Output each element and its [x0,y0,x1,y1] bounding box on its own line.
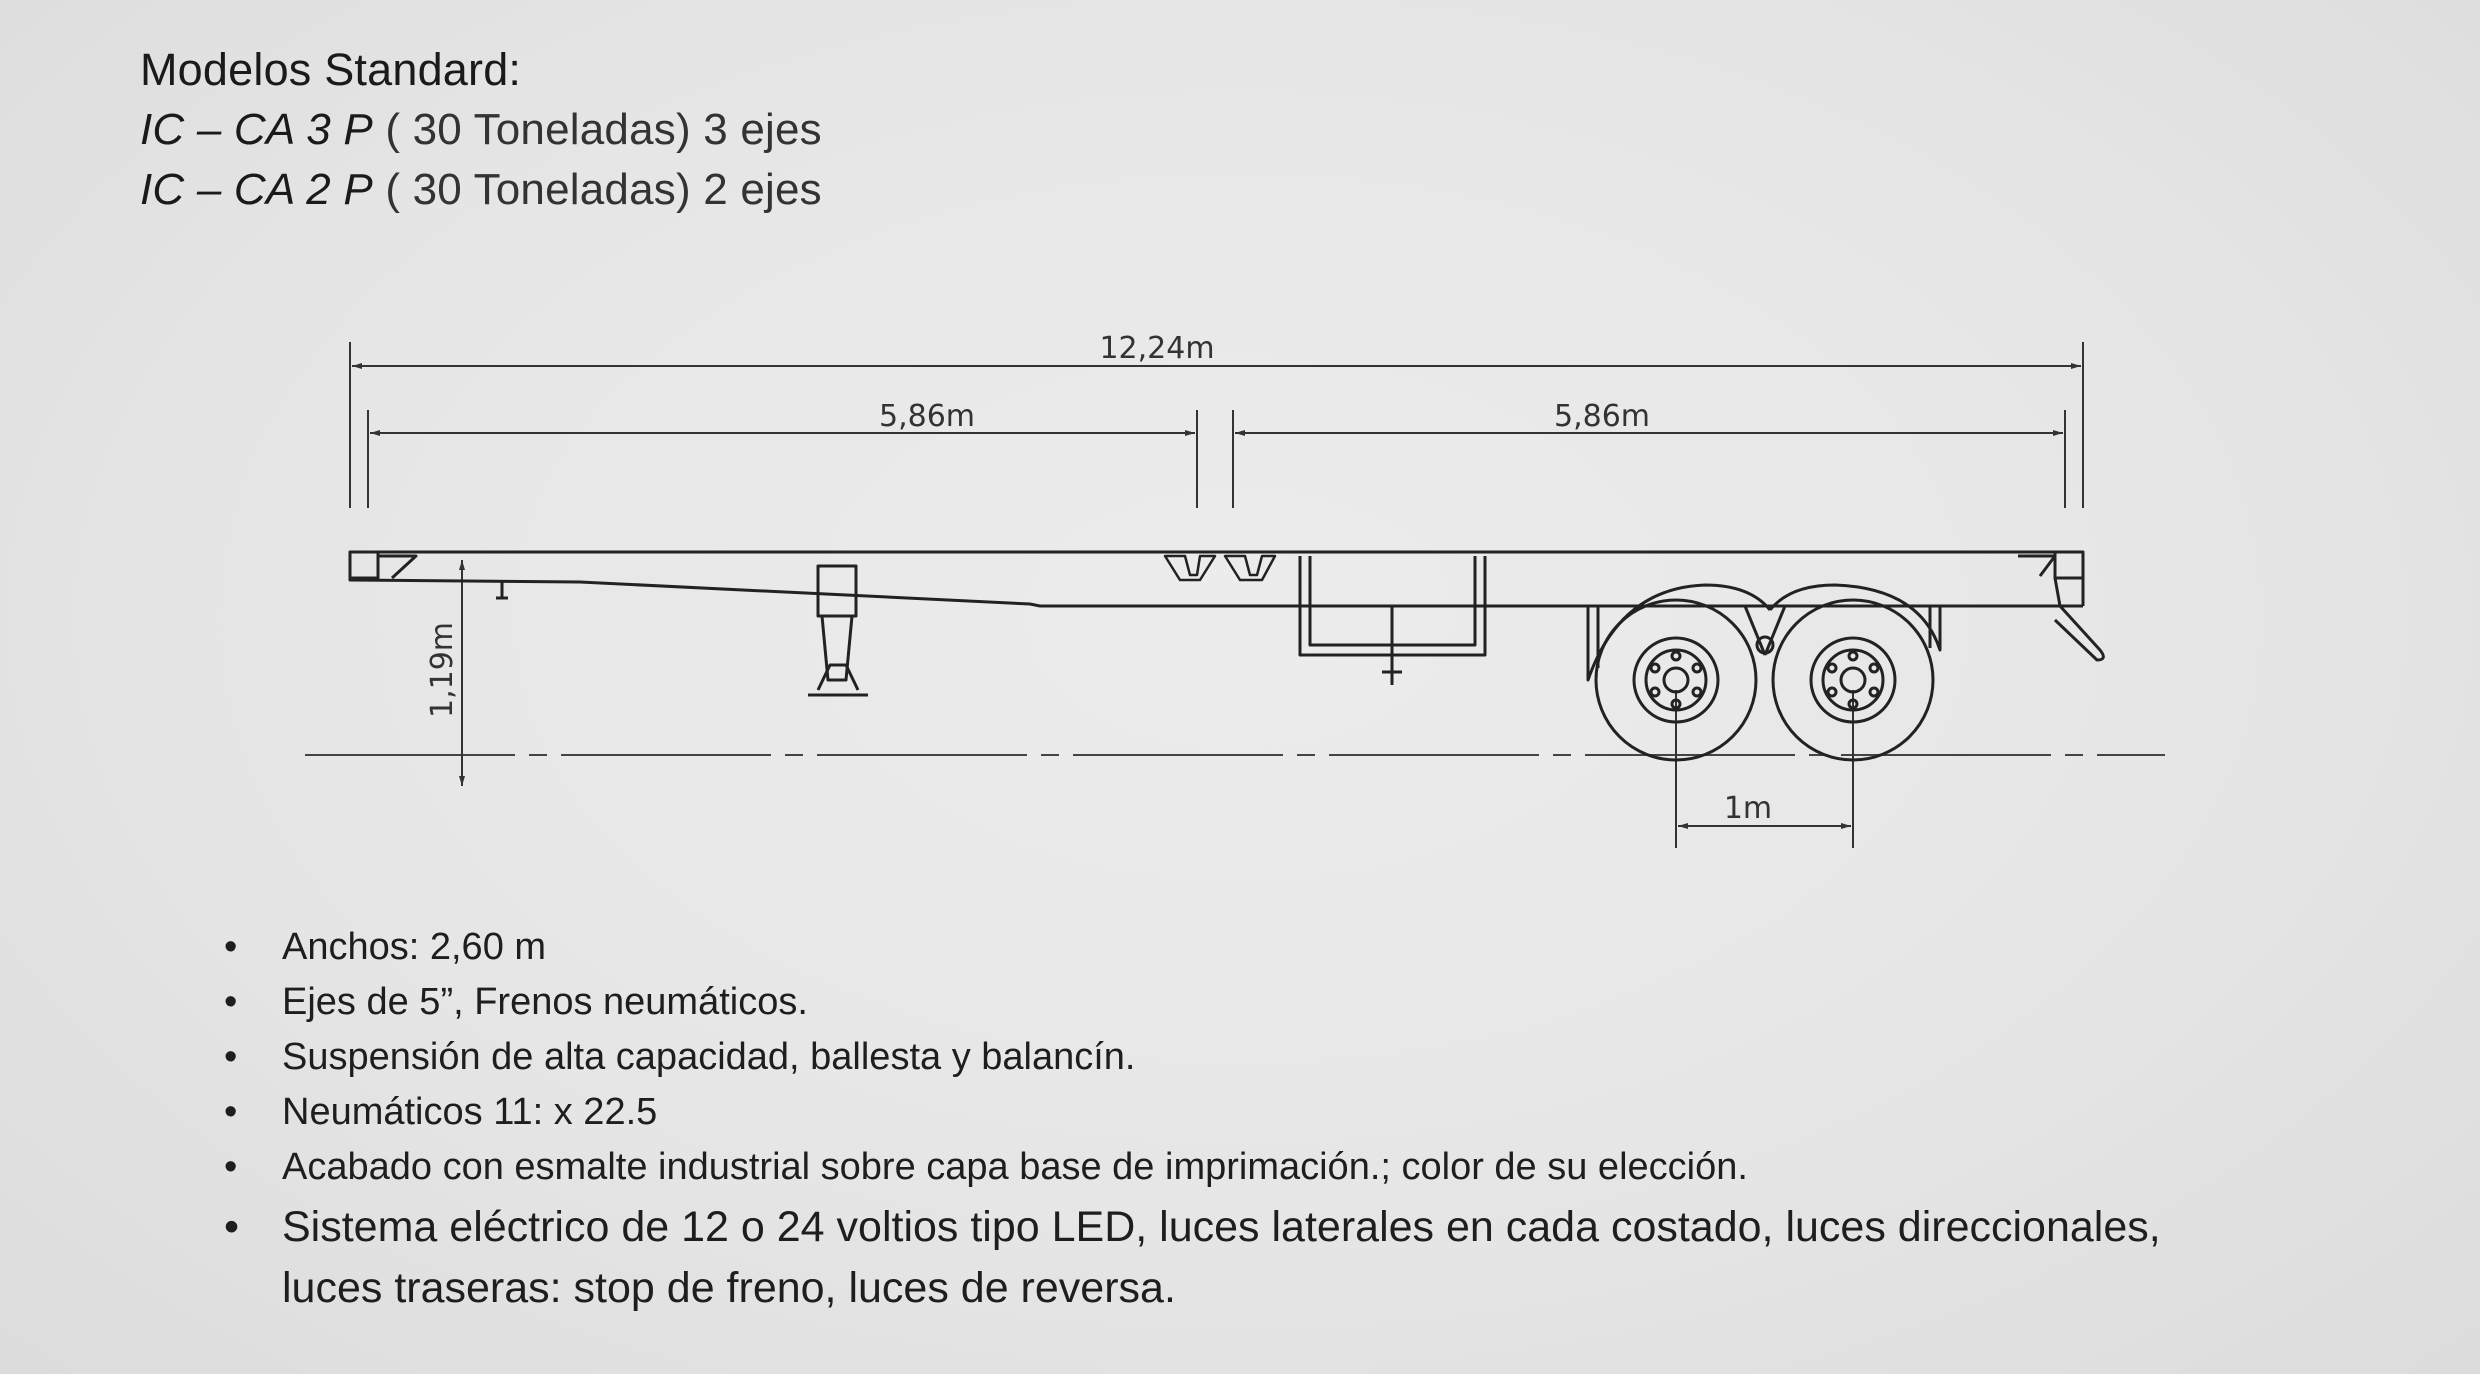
model-detail: ( 30 Toneladas) 3 ejes [372,105,822,154]
list-item: • Neumáticos 11: x 22.5 [218,1085,2368,1140]
model-name: IC – CA 3 P [140,105,373,154]
dimension-height-label: 1,19m [425,622,460,718]
bullet: • [224,1203,240,1251]
model-line: IC – CA 3 P ( 30 Toneladas) 3 ejes [140,100,822,160]
dimension-total-label: 12,24m [1099,331,1214,366]
dimension-axle-label: 1m [1724,791,1772,826]
model-name: IC – CA 2 P [140,165,373,214]
bullet: • [224,1036,238,1078]
header: Modelos Standard: IC – CA 3 P ( 30 Tonel… [140,40,822,220]
spec-list: • Anchos: 2,60 m • Ejes de 5”, Frenos neum… [218,920,2368,1319]
dimension-total [349,342,2084,508]
dimension-right-label: 5,86m [1554,399,1650,434]
bullet: • [224,981,238,1023]
dimension-left-label: 5,86m [879,399,975,434]
bullet: • [224,926,238,968]
spec-text: luces traseras: stop de freno, luces de … [282,1264,1176,1312]
bullet: • [224,1146,238,1188]
bullet: • [224,1091,238,1133]
list-item: • Suspensión de alta capacidad, ballesta … [218,1030,2368,1085]
page-title: Modelos Standard: [140,44,522,95]
spec-text: Suspensión de alta capacidad, ballesta y… [282,1036,1136,1078]
spec-text: Sistema eléctrico de 12 o 24 voltios tip… [282,1203,2161,1251]
trailer-chassis [348,550,2105,697]
list-item: • Sistema eléctrico de 12 o 24 voltios ti… [218,1197,2368,1319]
spec-text: Ejes de 5”, Frenos neumáticos. [282,981,808,1023]
list-item: • Ejes de 5”, Frenos neumáticos. [218,975,2368,1030]
model-line: IC – CA 2 P ( 30 Toneladas) 2 ejes [140,160,822,220]
list-item: • Acabado con esmalte industrial sobre ca… [218,1140,2368,1195]
spec-text: Acabado con esmalte industrial sobre cap… [282,1146,1748,1188]
dimension-right [1232,410,2066,508]
wheel [1594,598,1758,762]
dimension-axle [1675,690,1854,848]
wheel [1771,598,1935,762]
spec-text: Anchos: 2,60 m [282,926,547,968]
dimension-left [367,410,1198,508]
list-item: • Anchos: 2,60 m [218,920,2368,975]
model-detail: ( 30 Toneladas) 2 ejes [372,165,822,214]
spec-text: Neumáticos 11: x 22.5 [282,1091,658,1133]
